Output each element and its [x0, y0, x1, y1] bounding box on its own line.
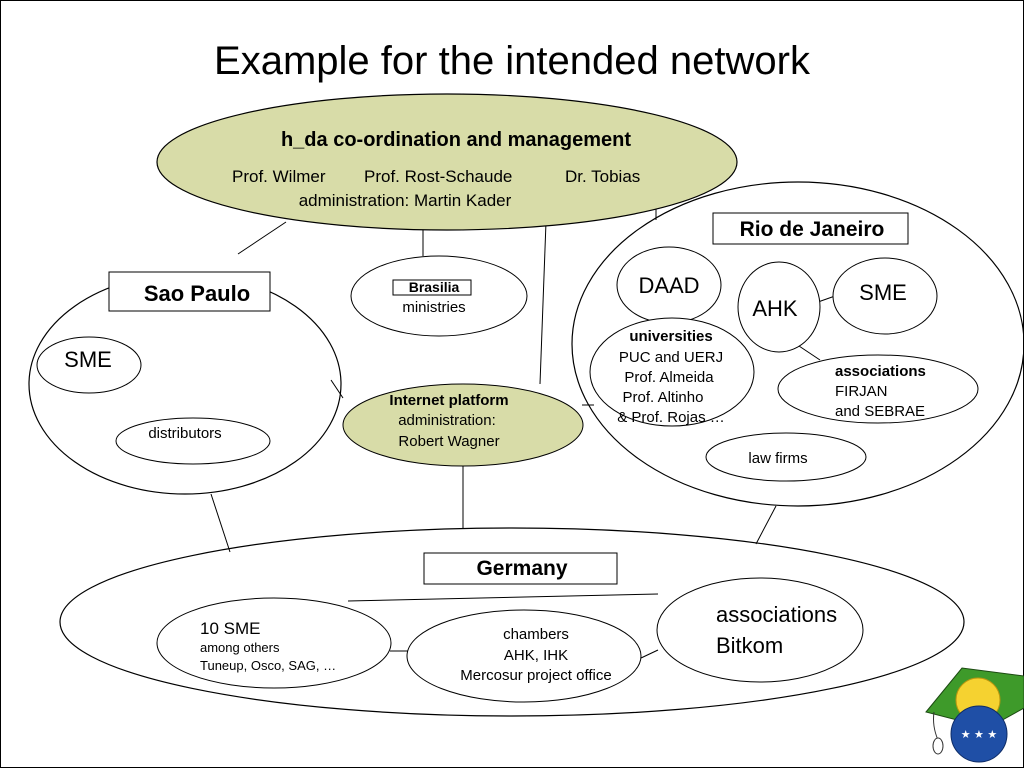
germany-chambers-line1: chambers — [503, 626, 569, 643]
rio-sme-label: SME — [859, 280, 907, 305]
coordination-professor-3: Dr. Tobias — [565, 167, 640, 186]
rio-daad-label: DAAD — [638, 273, 699, 298]
brasilia-ministries: ministries — [402, 299, 465, 316]
rio-label-box — [712, 212, 909, 245]
saopaulo-sme-label: SME — [64, 347, 112, 372]
connector-chambers-associations — [640, 649, 659, 659]
rio-lawfirms-node — [705, 432, 867, 482]
coordination-professor-1: Prof. Wilmer — [232, 167, 326, 186]
internet-platform-line1: administration: — [398, 412, 496, 429]
brasilia-label: Brasilia — [409, 279, 460, 295]
germany-chambers-node — [406, 609, 642, 703]
germany-associations-line1: associations — [716, 602, 837, 627]
saopaulo-distributors-node — [115, 417, 271, 465]
brasilia-label-box — [392, 279, 472, 296]
saopaulo-label: Sao Paulo — [144, 281, 250, 306]
connector-saopaulo-platform — [330, 379, 344, 399]
germany-label: Germany — [476, 557, 567, 580]
connector-sme-associations — [347, 593, 659, 602]
internet-platform-heading: Internet platform — [389, 392, 508, 409]
slide-title: Example for the intended network — [214, 39, 811, 83]
germany-label-box — [423, 552, 618, 585]
rio-associations-heading: associations — [835, 363, 926, 380]
connector-ahk-sme — [817, 295, 836, 303]
coordination-heading: h_da co-ordination and management — [281, 129, 631, 151]
germany-sme-node — [156, 597, 392, 689]
rio-label: Rio de Janeiro — [740, 218, 885, 241]
connector-rio-germany — [755, 505, 777, 545]
connector-saopaulo-germany — [210, 493, 231, 553]
rio-lawfirms-label: law firms — [748, 450, 807, 467]
rio-universities-heading: universities — [629, 328, 712, 345]
svg-text:★ ★ ★: ★ ★ ★ — [961, 728, 998, 741]
saopaulo-label-box — [108, 271, 271, 312]
germany-sme-line1: among others — [200, 640, 280, 655]
rio-ahk-node — [737, 261, 821, 353]
connector-ahk-associations — [795, 343, 821, 361]
rio-universities-line4: & Prof. Rojas … — [617, 409, 725, 426]
rio-associations-line1: FIRJAN — [835, 383, 888, 400]
rio-region — [571, 181, 1024, 507]
coordination-ellipse — [156, 93, 738, 231]
rio-associations-line2: and SEBRAE — [835, 403, 925, 420]
rio-universities-node — [589, 317, 755, 427]
germany-associations-node — [656, 577, 864, 683]
germany-region — [59, 527, 965, 717]
rio-associations-node — [777, 354, 979, 424]
germany-sme-line2: Tuneup, Osco, SAG, … — [200, 658, 336, 673]
connector-coordination-saopaulo — [237, 221, 287, 255]
coordination-professor-2: Prof. Rost-Schaude — [364, 167, 512, 186]
coordination-administration: administration: Martin Kader — [299, 191, 512, 210]
saopaulo-distributors-label: distributors — [148, 425, 221, 442]
connector-coordination-platform — [539, 221, 547, 385]
brasilia-node — [350, 255, 528, 337]
rio-universities-line1: PUC and UERJ — [619, 349, 723, 366]
germany-sme-heading: 10 SME — [200, 619, 260, 638]
internet-platform-node — [342, 383, 584, 467]
saopaulo-sme-node — [36, 336, 142, 394]
germany-chambers-line2: AHK, IHK — [504, 647, 568, 664]
rio-universities-line2: Prof. Almeida — [624, 369, 714, 386]
rio-universities-line3: Prof. Altinho — [623, 389, 704, 406]
germany-associations-line2: Bitkom — [716, 633, 783, 658]
rio-sme-node — [832, 257, 938, 335]
internet-platform-line2: Robert Wagner — [398, 433, 499, 450]
germany-chambers-line3: Mercosur project office — [460, 667, 611, 684]
graduation-cap-logo-icon: ★ ★ ★ — [925, 667, 1024, 763]
rio-ahk-label: AHK — [752, 296, 798, 321]
